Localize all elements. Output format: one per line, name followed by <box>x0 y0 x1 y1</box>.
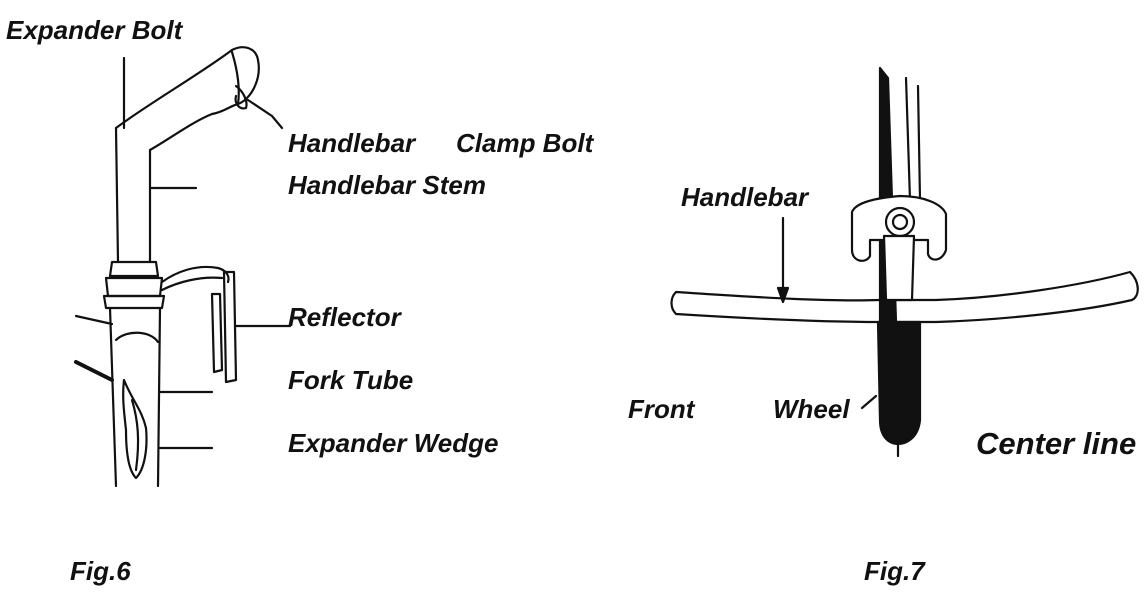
reflector-bracket-wire-2 <box>160 276 224 292</box>
label-reflector: Reflector <box>288 302 401 332</box>
label-expander-wedge: Expander Wedge <box>288 428 499 458</box>
label-expander-bolt: Expander Bolt <box>6 15 183 45</box>
reflector-body-2 <box>222 270 238 384</box>
handlebar-arrow <box>776 286 790 304</box>
expander-wedge-shape <box>122 378 148 480</box>
label-clamp-bolt: Clamp Bolt <box>456 128 594 158</box>
caption-fig6: Fig.6 <box>70 556 131 586</box>
reflector-bracket-wire <box>160 265 230 284</box>
label-wheel: Wheel <box>773 394 850 424</box>
label-fork-tube: Fork Tube <box>288 365 414 395</box>
label-front: Front <box>628 394 695 424</box>
frame-tube-top <box>74 314 114 326</box>
fig6-drawing <box>74 46 292 488</box>
label-handlebar-fig7: Handlebar <box>681 182 809 212</box>
headset-bearing <box>102 294 166 310</box>
label-handlebar-fig6: Handlebar <box>288 128 416 158</box>
headset-cup <box>104 276 164 298</box>
fork-tube-left <box>108 306 118 488</box>
stem-clamp-lug <box>234 84 248 110</box>
label-center-line: Center line <box>976 426 1137 461</box>
wedge-inner-line <box>130 398 140 472</box>
frame-tube-down <box>74 360 114 382</box>
stem-neck <box>882 234 916 302</box>
clamp-bolt-inner <box>891 213 909 231</box>
handlebar-bar <box>670 270 1139 324</box>
reflector-body <box>210 292 224 374</box>
stem-head-inner <box>230 50 240 106</box>
label-handlebar-stem: Handlebar Stem <box>288 170 486 200</box>
clamp-bolt-leader <box>246 98 284 130</box>
wheel-leader <box>860 394 878 410</box>
headset-locknut <box>108 260 160 278</box>
fig7-drawing <box>670 66 1139 458</box>
caption-fig7: Fig.7 <box>864 556 925 586</box>
stem-quill <box>114 126 152 264</box>
wheel-tyre <box>876 320 922 446</box>
stem-top-line <box>904 76 922 202</box>
head-tube-lug <box>114 331 160 344</box>
stem-extension <box>114 46 260 152</box>
fork-tube-right <box>156 306 162 488</box>
